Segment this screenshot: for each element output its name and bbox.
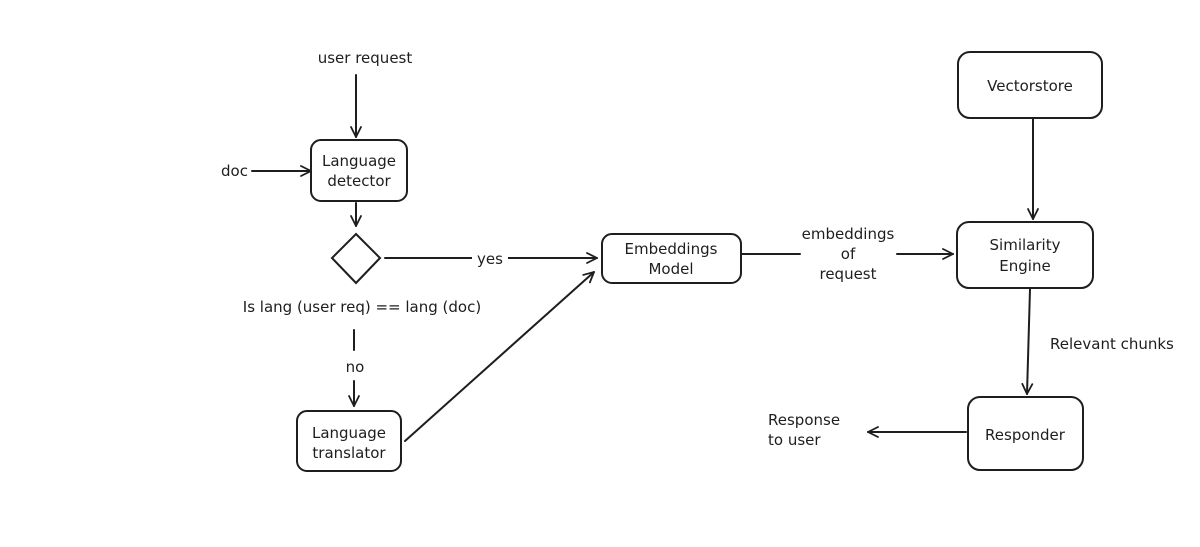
vectorstore-label: Vectorstore <box>987 77 1073 95</box>
embeddings-model-node: Embeddings Model <box>601 233 742 284</box>
language-translator-label-1: Language <box>312 424 386 442</box>
embeddings-of-request-label-2: of <box>841 245 856 263</box>
doc-label: doc <box>221 162 248 180</box>
similarity-engine-label-2: Engine <box>999 257 1050 275</box>
no-label: no <box>346 358 365 376</box>
relevant-chunks-label: Relevant chunks <box>1050 335 1174 353</box>
arrow-similarity-to-responder <box>1021 288 1034 395</box>
responder-node: Responder <box>967 396 1084 471</box>
vectorstore-node: Vectorstore <box>957 51 1103 119</box>
language-translator-label-2: translator <box>312 444 386 462</box>
embeddings-model-label-1: Embeddings <box>625 240 718 258</box>
response-to-user-label-1: Response <box>768 411 840 429</box>
responder-label: Responder <box>985 426 1066 444</box>
language-detector-node: Language detector <box>310 139 408 202</box>
embeddings-model-label-2: Model <box>648 260 693 278</box>
similarity-engine-node: Similarity Engine <box>956 221 1094 289</box>
embeddings-of-request-label-1: embeddings <box>802 225 895 243</box>
language-check-decision <box>330 232 382 285</box>
yes-label: yes <box>477 250 503 268</box>
similarity-engine-label-1: Similarity <box>990 236 1061 254</box>
language-condition-label: Is lang (user req) == lang (doc) <box>243 298 481 316</box>
yes-label-background <box>472 248 508 270</box>
language-detector-label-1: Language <box>322 152 396 170</box>
embeddings-of-request-label-3: request <box>819 265 876 283</box>
user-request-label: user request <box>318 49 413 67</box>
language-translator-node: Language translator <box>296 410 402 472</box>
arrow-translator-to-embeddings <box>404 271 595 442</box>
response-to-user-label-2: to user <box>768 431 821 449</box>
language-detector-label-2: detector <box>327 172 391 190</box>
